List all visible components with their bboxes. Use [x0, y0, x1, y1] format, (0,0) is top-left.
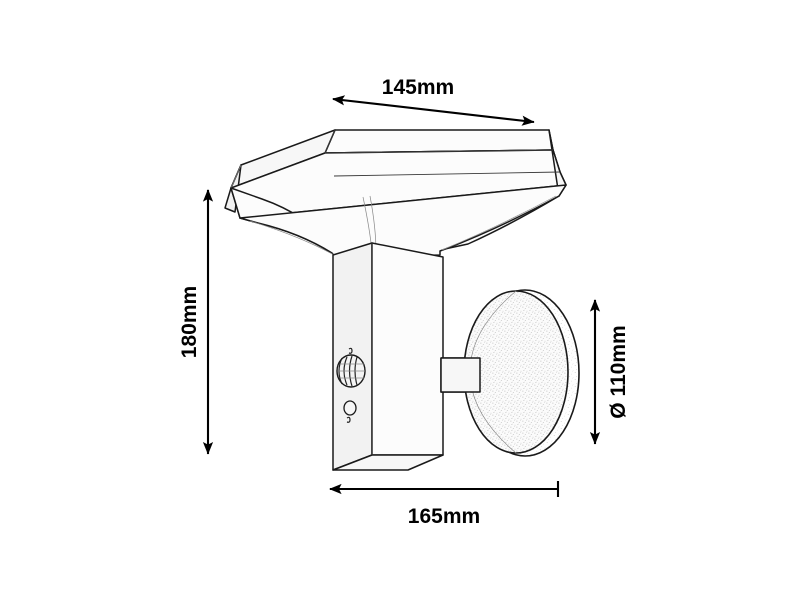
body-column-front-face	[371, 242, 444, 456]
control-button	[343, 400, 357, 423]
dimension-label-165mm: 165mm	[408, 505, 480, 528]
dimension-line-145mm	[332, 95, 535, 126]
lamp-head-seam-lower	[333, 171, 561, 177]
dimension-label-180mm: 180mm	[178, 286, 201, 358]
body-column-bottom-cap	[332, 454, 444, 471]
dimension-height-left: 180mm	[178, 189, 214, 455]
control-button-cap	[343, 400, 357, 416]
product-illustration	[224, 129, 580, 471]
dimension-width-top: 145mm	[332, 76, 535, 126]
dimension-depth-bottom: 165mm	[329, 481, 560, 528]
lamp-head-top-face	[324, 129, 554, 154]
dimension-label-110mm: Ø 110mm	[607, 325, 630, 418]
motion-sensor	[336, 347, 366, 388]
neck-underside	[239, 184, 567, 259]
dimension-label-145mm: 145mm	[382, 76, 454, 99]
mount-arm-front-overlay	[440, 357, 481, 393]
lamp-head-seam-upper	[324, 149, 554, 154]
wall-plate	[463, 289, 580, 457]
flared-neck	[230, 184, 567, 259]
neck-curve-right	[441, 195, 557, 251]
lamp-head-corner-seam	[324, 129, 336, 154]
dimension-diameter-right: Ø 110mm	[589, 299, 630, 445]
lamp-head-left-seam	[230, 164, 242, 189]
body-column	[332, 242, 444, 471]
motion-sensor-marking	[348, 347, 353, 354]
control-button-marking	[346, 416, 351, 423]
neck-curve-left	[249, 220, 337, 257]
